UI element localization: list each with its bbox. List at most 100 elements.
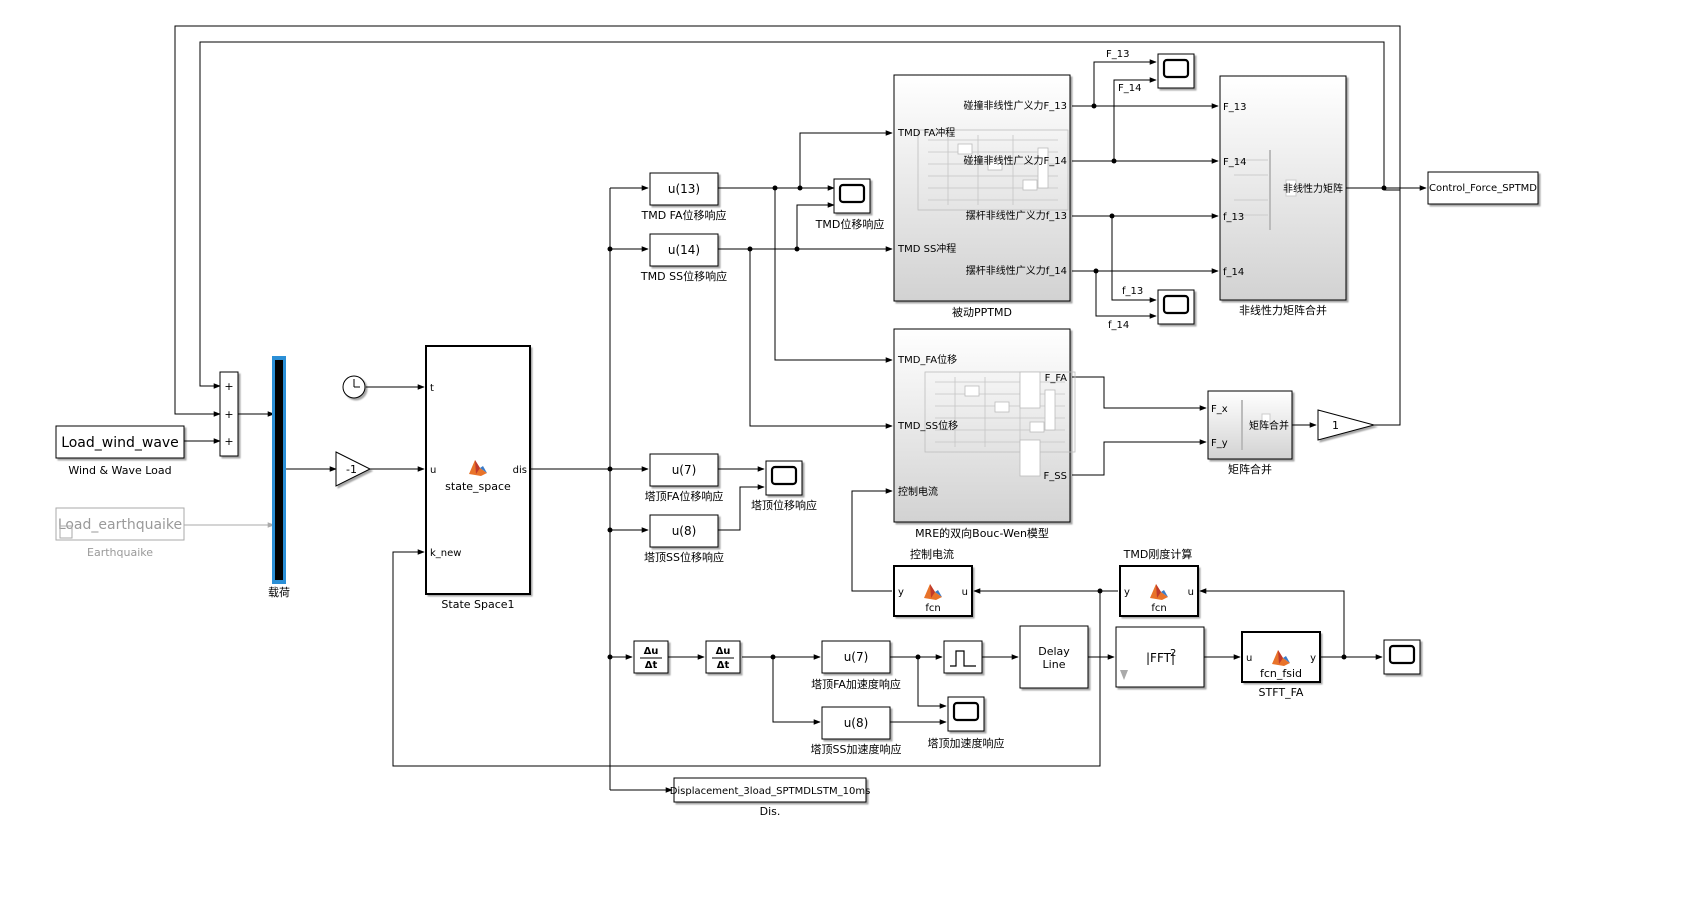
clock-icon[interactable] (342, 375, 366, 399)
svg-text:Delay: Delay (1038, 645, 1070, 658)
svg-text:F_x: F_x (1211, 404, 1228, 415)
svg-text:u: u (1188, 587, 1194, 598)
selector-u8-block[interactable]: u(8) 塔顶SS位移响应 (644, 514, 724, 564)
svg-text:Dis.: Dis. (760, 805, 781, 818)
svg-text:f_13: f_13 (1223, 212, 1244, 223)
svg-text:矩阵合并: 矩阵合并 (1249, 419, 1289, 432)
svg-text:STFT_FA: STFT_FA (1259, 686, 1304, 699)
svg-text:+: + (224, 408, 233, 421)
svg-text:Wind & Wave Load: Wind & Wave Load (68, 464, 171, 477)
svg-text:摆杆非线性广义力f_13: 摆杆非线性广义力f_13 (966, 209, 1067, 222)
svg-text:碰撞非线性广义力F_14: 碰撞非线性广义力F_14 (964, 154, 1067, 167)
svg-text:u(8): u(8) (672, 524, 697, 538)
delay-line-block[interactable]: Delay Line (1019, 625, 1089, 689)
control-force-output[interactable]: Control_Force_SPTMD (1427, 171, 1539, 205)
svg-text:Load_earthquaike: Load_earthquaike (58, 517, 182, 533)
svg-text:塔顶SS加速度响应: 塔顶SS加速度响应 (811, 742, 902, 756)
svg-text:F_13: F_13 (1223, 102, 1246, 113)
svg-text:非线性力矩阵合并: 非线性力矩阵合并 (1239, 303, 1327, 317)
svg-text:dis: dis (513, 465, 527, 476)
svg-text:TMD位移响应: TMD位移响应 (815, 217, 885, 231)
svg-text:fcn: fcn (1151, 603, 1166, 614)
selector-u7-acc-block[interactable]: u(7) 塔顶FA加速度响应 (811, 640, 901, 691)
svg-text:载荷: 载荷 (268, 586, 290, 599)
svg-text:Control_Force_SPTMD: Control_Force_SPTMD (1429, 183, 1537, 194)
svg-text:控制电流: 控制电流 (898, 485, 938, 498)
load-wind-wave-block[interactable]: Load_wind_wave Wind & Wave Load (55, 425, 185, 477)
svg-text:u: u (430, 465, 436, 476)
scope-f-pendulum[interactable] (1158, 290, 1194, 324)
svg-text:f_13: f_13 (1122, 286, 1143, 297)
svg-text:TMD_SS位移: TMD_SS位移 (897, 419, 958, 432)
svg-text:+: + (224, 435, 233, 448)
tmd-stiffness-fcn[interactable]: TMD刚度计算 y u fcn (1119, 547, 1199, 617)
derivative-block-2[interactable]: Δu Δt (705, 640, 741, 674)
svg-text:塔顶FA加速度响应: 塔顶FA加速度响应 (811, 677, 901, 691)
svg-text:塔顶位移响应: 塔顶位移响应 (751, 498, 817, 512)
scope-tmd-displacement[interactable]: TMD位移响应 (815, 179, 885, 231)
scope-stft[interactable] (1384, 640, 1420, 674)
svg-text:u(8): u(8) (844, 716, 869, 730)
state-space-block[interactable]: t u k_new dis state_space State Space1 (425, 345, 531, 611)
scope-F-collision[interactable] (1158, 54, 1194, 88)
selector-u14-block[interactable]: u(14) TMD SS位移响应 (640, 233, 727, 283)
scope-top-acceleration[interactable]: 塔顶加速度响应 (928, 697, 1005, 750)
svg-text:控制电流: 控制电流 (910, 547, 954, 561)
svg-text:y: y (898, 587, 904, 598)
selector-u8-acc-block[interactable]: u(8) 塔顶SS加速度响应 (811, 706, 902, 756)
mre-bouc-wen-subsystem[interactable]: TMD_FA位移 TMD_SS位移 控制电流 F_FA F_SS MRE的双向B… (893, 328, 1076, 540)
svg-text:F_SS: F_SS (1044, 471, 1067, 482)
load-earthquake-block[interactable]: Load_earthquaike Earthquaike (55, 507, 185, 559)
svg-text:-1: -1 (346, 463, 357, 476)
svg-text:Load_wind_wave: Load_wind_wave (61, 435, 179, 451)
selector-u13-block[interactable]: u(13) TMD FA位移响应 (640, 172, 727, 222)
nonlinear-merge-subsystem[interactable]: F_13 F_14 f_13 f_14 非线性力矩阵 非线性力矩阵合并 (1219, 75, 1347, 317)
svg-text:f_14: f_14 (1223, 267, 1244, 278)
svg-text:被动PPTMD: 被动PPTMD (952, 306, 1012, 319)
svg-text:F_FA: F_FA (1045, 373, 1068, 384)
pptmd-subsystem[interactable]: TMD FA冲程 TMD SS冲程 碰撞非线性广义力F_13 碰撞非线性广义力F… (893, 74, 1071, 319)
svg-text:u(7): u(7) (672, 463, 697, 477)
svg-text:Displacement_3load_SPTMDLSTM_1: Displacement_3load_SPTMDLSTM_10ms (670, 786, 871, 797)
matrix-merge-subsystem[interactable]: F_x F_y 矩阵合并 矩阵合并 (1207, 390, 1293, 476)
svg-text:u: u (962, 587, 968, 598)
svg-text:非线性力矩阵: 非线性力矩阵 (1283, 182, 1343, 195)
scope-icon (1158, 290, 1194, 324)
sum-block[interactable]: + + + (219, 371, 239, 457)
svg-text:fcn_fsid: fcn_fsid (1260, 667, 1302, 680)
svg-text:Δu: Δu (644, 646, 659, 657)
svg-text:F_13: F_13 (1106, 49, 1129, 60)
displacement-to-workspace[interactable]: Displacement_3load_SPTMDLSTM_10ms Dis. (670, 777, 871, 818)
svg-text:State Space1: State Space1 (441, 598, 514, 611)
svg-text:k_new: k_new (430, 548, 461, 559)
gain-neg-block[interactable]: -1 (335, 451, 372, 487)
svg-text:y: y (1310, 653, 1316, 664)
svg-text:塔顶SS位移响应: 塔顶SS位移响应 (644, 550, 724, 564)
control-current-fcn[interactable]: 控制电流 y u fcn (893, 547, 973, 617)
svg-text:碰撞非线性广义力F_13: 碰撞非线性广义力F_13 (964, 99, 1067, 112)
svg-text:TMD SS冲程: TMD SS冲程 (897, 242, 956, 255)
svg-text:t: t (430, 383, 434, 394)
zero-order-hold-block[interactable] (943, 640, 983, 674)
scope-icon (834, 179, 870, 213)
svg-text:Δt: Δt (645, 660, 658, 671)
selector-u7-block[interactable]: u(7) 塔顶FA位移响应 (645, 453, 724, 503)
svg-text:u(13): u(13) (668, 182, 700, 196)
svg-text:矩阵合并: 矩阵合并 (1228, 462, 1272, 476)
derivative-block-1[interactable]: Δu Δt (633, 640, 669, 674)
svg-text:TMD FA冲程: TMD FA冲程 (897, 126, 955, 139)
stft-fcn-block[interactable]: u y fcn_fsid STFT_FA (1241, 631, 1321, 699)
fft-icon (1120, 670, 1128, 680)
svg-text:TMD SS位移响应: TMD SS位移响应 (640, 269, 727, 283)
svg-text:塔顶加速度响应: 塔顶加速度响应 (928, 736, 1005, 750)
gain-one-block[interactable]: 1 (1317, 409, 1376, 441)
svg-text:F_14: F_14 (1118, 83, 1141, 94)
svg-text:u: u (1246, 653, 1252, 664)
svg-text:F_14: F_14 (1223, 157, 1246, 168)
svg-text:Line: Line (1043, 658, 1066, 671)
load-mux-block[interactable]: 载荷 (268, 356, 290, 599)
fft-block[interactable]: |FFT| 2 (1115, 626, 1205, 688)
scope-top-displacement[interactable]: 塔顶位移响应 (751, 461, 817, 512)
junctions (607, 103, 1387, 660)
